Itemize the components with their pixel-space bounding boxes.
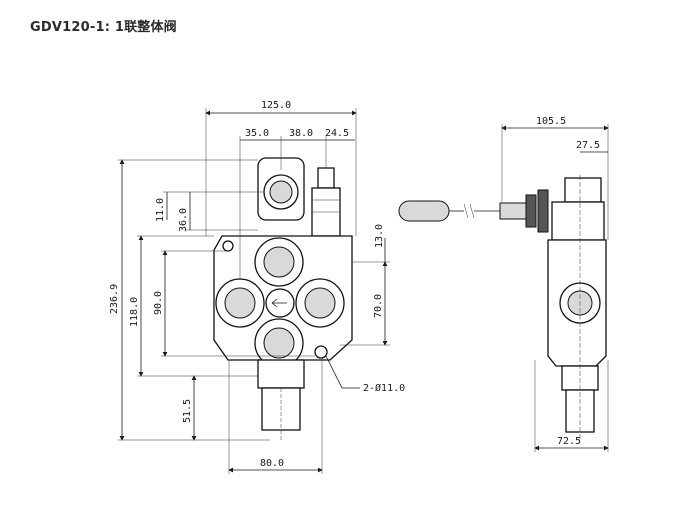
mount-hole-bottom	[314, 345, 328, 359]
front-dimensions: 125.0 35.0 38.0 24.5 236.9 118.0 90.0 11…	[109, 100, 405, 474]
dim-38: 38.0	[289, 128, 313, 139]
mount-hole-top	[222, 240, 234, 252]
dim-90: 90.0	[153, 291, 164, 315]
dim-51: 51.5	[182, 399, 193, 423]
dim-overall-width: 125.0	[261, 100, 291, 111]
spool-housing	[257, 359, 305, 389]
dim-side-bottom: 72.5	[557, 436, 581, 447]
dim-118: 118.0	[129, 297, 140, 327]
handle	[398, 189, 549, 233]
side-dimensions: 105.5 27.5 72.5	[501, 116, 609, 452]
dim-35: 35.0	[245, 128, 269, 139]
dim-bottom-width: 80.0	[260, 458, 284, 469]
relief-adjuster	[317, 167, 335, 189]
front-view	[213, 157, 353, 440]
handle-grip	[398, 200, 450, 222]
dim-side-width: 105.5	[536, 116, 566, 127]
dim-24: 24.5	[325, 128, 349, 139]
dim-13: 13.0	[374, 224, 385, 248]
dim-11: 11.0	[155, 198, 166, 222]
dim-holes: 2-Ø11.0	[363, 382, 405, 394]
dim-36: 36.0	[178, 208, 189, 232]
dim-70: 70.0	[373, 294, 384, 318]
side-view	[547, 175, 607, 440]
dim-total-height: 236.9	[109, 284, 120, 314]
page-title: GDV120-1: 1联整体阀	[30, 20, 177, 35]
dim-side-27: 27.5	[576, 140, 600, 151]
